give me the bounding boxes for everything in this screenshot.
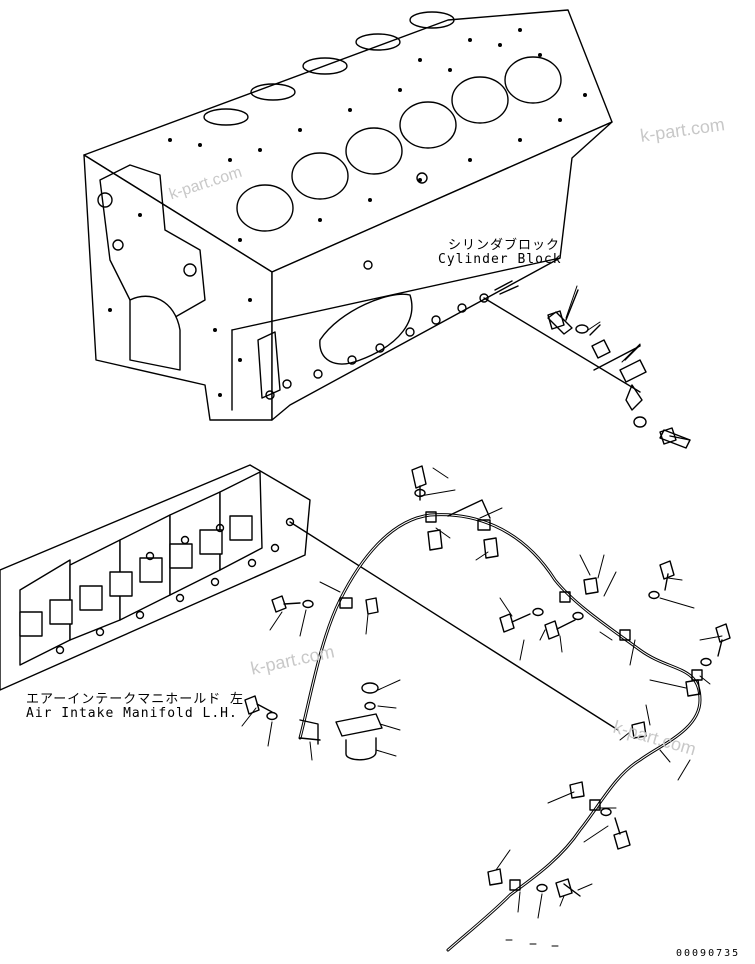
washers [266,488,712,893]
block-side-bolts [265,293,489,400]
u-bolt-clamp [335,713,383,761]
cylinder-block-drawing [83,9,613,421]
cylinder-block-label-en: Cylinder Block [438,252,562,267]
leader-lines [241,285,723,919]
drawing-number: 00090735 [676,948,741,959]
manifold-label-en: Air Intake Manifold L.H. [26,706,238,721]
tube-clips [299,499,703,891]
manifold-bolts [55,517,295,655]
manifold-label-jp: エアーインテークマニホールド 左 [26,692,245,707]
bolts [244,310,731,898]
cylinder-block-label-jp: シリンダブロック [448,238,561,253]
intake-manifold-drawing [0,464,619,731]
dash-marks [505,939,559,947]
harness-tube-inner [299,514,701,951]
spacers [361,529,701,886]
bracket-assembly-upper [483,289,691,449]
cylinder-bore-row [203,11,562,232]
